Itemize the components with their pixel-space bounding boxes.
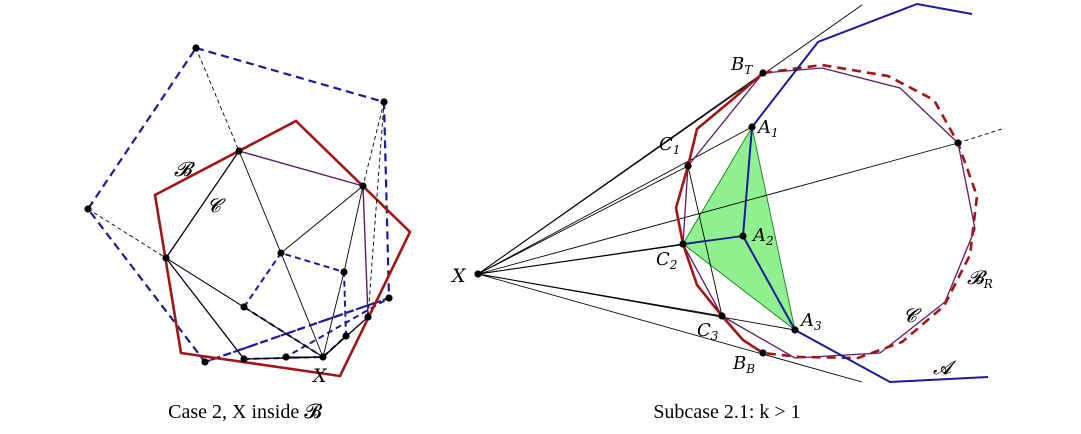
right-diagram: X BT A1 C1 A2 C2 A3 C3 BB 𝓑R 𝓒 𝓐: [450, 2, 1006, 384]
right-polygon-C: [682, 67, 976, 359]
left-label-C: 𝓒: [207, 195, 226, 217]
left-inner-dashed-path: [243, 251, 348, 360]
right-label-A: 𝓐: [933, 357, 957, 379]
right-label-X: X: [450, 265, 467, 287]
right-label-C2: C2: [656, 249, 677, 272]
left-outer-dashed-pentagon: [86, 46, 391, 364]
left-label-X: X: [311, 365, 328, 387]
left-thin-dashed: [87, 47, 385, 318]
right-label-C1: C1: [659, 134, 680, 157]
right-label-C: 𝓒: [903, 305, 922, 327]
left-diagram: 𝓑 𝓒 X: [84, 44, 412, 387]
right-label-A3: A3: [799, 310, 822, 333]
right-set-A-link: [682, 235, 744, 245]
right-label-C3: C3: [697, 320, 719, 343]
right-label-BT: BT: [730, 54, 753, 77]
left-caption: Case 2, X inside 𝓑: [168, 401, 322, 423]
right-points: [474, 69, 962, 357]
left-boundary-B: [153, 119, 412, 378]
right-label-BR: 𝓑R: [967, 267, 993, 291]
right-caption: Subcase 2.1: k > 1: [653, 401, 800, 423]
left-points: [84, 44, 393, 366]
right-label-A2: A2: [751, 225, 774, 248]
right-boundary-B-dashed: [762, 63, 979, 360]
left-label-B: 𝓑: [174, 157, 196, 181]
right-rays: [477, 4, 959, 383]
right-dashed-ray: [957, 127, 1006, 144]
right-label-BB: BB: [732, 353, 755, 376]
right-label-A1: A1: [756, 117, 779, 140]
right-set-A: [741, 2, 989, 384]
right-boundary-B-solid: [674, 72, 764, 355]
